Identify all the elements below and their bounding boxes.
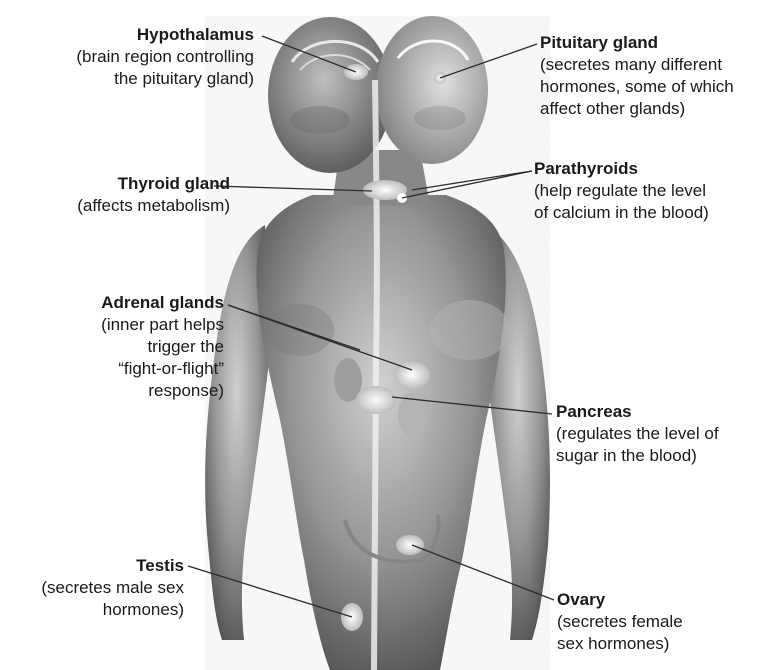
ovary-description: (secretes female sex hormones) — [557, 611, 683, 655]
pituitary-title: Pituitary gland — [540, 32, 734, 54]
adrenal-description: (inner part helps trigger the “fight-or-… — [101, 314, 224, 402]
thyroid-label: Thyroid gland (affects metabolism) — [77, 173, 230, 217]
female-head-shape — [376, 16, 488, 164]
hypothalamus-title: Hypothalamus — [76, 24, 254, 46]
testis-title: Testis — [41, 555, 184, 577]
torso-group — [205, 16, 550, 670]
thyroid-description: (affects metabolism) — [77, 195, 230, 217]
parathyroids-description: (help regulate the level of calcium in t… — [534, 180, 709, 224]
parathyroids-title: Parathyroids — [534, 158, 709, 180]
adrenal-label: Adrenal glands (inner part helps trigger… — [101, 292, 224, 402]
testis-label: Testis (secretes male sex hormones) — [41, 555, 184, 621]
spinal-cord — [374, 80, 377, 670]
thyroid-title: Thyroid gland — [77, 173, 230, 195]
ovary-title: Ovary — [557, 589, 683, 611]
chest-highlight — [430, 300, 510, 360]
pancreas-gland — [356, 386, 396, 414]
ovary-label: Ovary (secretes female sex hormones) — [557, 589, 683, 655]
pancreas-description: (regulates the level of sugar in the blo… — [556, 423, 719, 467]
parathyroids-label: Parathyroids (help regulate the level of… — [534, 158, 709, 224]
pancreas-title: Pancreas — [556, 401, 719, 423]
pancreas-label: Pancreas (regulates the level of sugar i… — [556, 401, 719, 467]
pituitary-label: Pituitary gland (secretes many different… — [540, 32, 734, 120]
ovary-gland — [396, 535, 424, 555]
female-face-shadow — [414, 106, 466, 130]
hypothalamus-label: Hypothalamus (brain region controlling t… — [76, 24, 254, 90]
testis-description: (secretes male sex hormones) — [41, 577, 184, 621]
pituitary-description: (secretes many different hormones, some … — [540, 54, 734, 120]
male-face-shadow — [290, 106, 350, 134]
hypothalamus-description: (brain region controlling the pituitary … — [76, 46, 254, 90]
parathyroid-leader-2 — [412, 171, 532, 190]
adrenal-title: Adrenal glands — [101, 292, 224, 314]
